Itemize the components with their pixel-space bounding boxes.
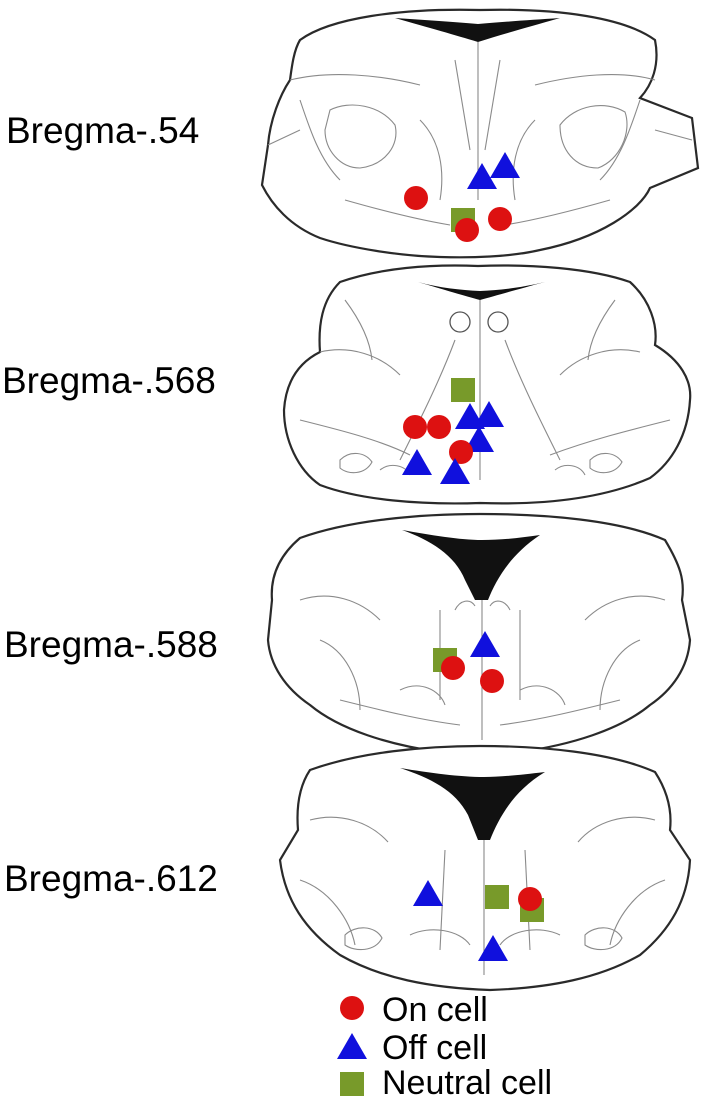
off-cell-marker	[490, 152, 520, 178]
cell-markers	[402, 152, 544, 961]
on-cell-marker	[427, 415, 451, 439]
on-cell-marker	[403, 415, 427, 439]
off-cell-marker	[470, 631, 500, 657]
brainstem-slice-outline	[282, 264, 692, 505]
legend-label: Neutral cell	[382, 1064, 552, 1101]
off-cell-marker	[455, 403, 485, 429]
legend-item-off: Off cell	[337, 1029, 487, 1067]
off-cell-marker	[413, 880, 443, 906]
triangle-icon	[337, 1033, 367, 1059]
on-cell-marker	[488, 207, 512, 231]
off-cell-marker	[474, 401, 504, 427]
off-cell-marker	[402, 449, 432, 475]
brainstem-slice-outline	[266, 512, 692, 756]
section-bregma-0612: Bregma-.612	[4, 744, 692, 992]
off-cell-marker	[464, 426, 494, 452]
off-cell-marker	[478, 935, 508, 961]
section-label: Bregma-.588	[4, 624, 218, 665]
brainstem-slice-outline	[278, 744, 692, 992]
legend-label: Off cell	[382, 1029, 487, 1067]
section-label: Bregma-.54	[6, 110, 199, 151]
section-bregma-0588: Bregma-.588	[4, 512, 692, 756]
neutral-cell-marker	[485, 885, 509, 909]
neutral-cell-marker	[451, 378, 475, 402]
circle-icon	[340, 996, 364, 1020]
on-cell-marker	[441, 656, 465, 680]
on-cell-marker	[449, 440, 473, 464]
section-label: Bregma-.612	[4, 858, 218, 899]
off-cell-marker	[440, 458, 470, 484]
section-bregma-0568: Bregma-.568	[2, 264, 692, 505]
legend: On cell Off cell Neutral cell	[337, 991, 552, 1101]
on-cell-marker	[480, 669, 504, 693]
section-label: Bregma-.568	[2, 360, 216, 401]
on-cell-marker	[404, 186, 428, 210]
brainstem-slice-outline	[260, 8, 700, 259]
legend-item-neutral: Neutral cell	[340, 1064, 552, 1101]
on-cell-marker	[455, 218, 479, 242]
legend-item-on: On cell	[340, 991, 488, 1029]
off-cell-marker	[467, 163, 497, 189]
square-icon	[340, 1072, 364, 1096]
on-cell-marker	[518, 887, 542, 911]
section-bregma-054: Bregma-.54	[6, 8, 700, 259]
legend-label: On cell	[382, 991, 488, 1029]
